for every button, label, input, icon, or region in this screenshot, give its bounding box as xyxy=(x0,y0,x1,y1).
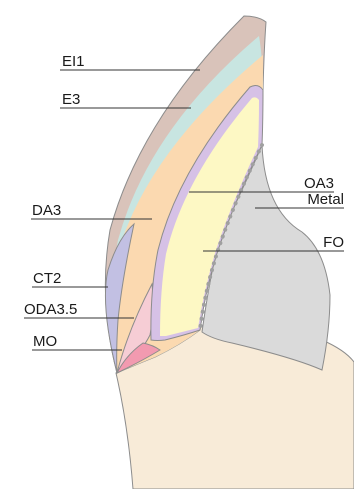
label-ct2: CT2 xyxy=(33,270,61,287)
label-metal: Metal xyxy=(307,191,344,208)
label-ei1: EI1 xyxy=(62,53,85,70)
label-e3: E3 xyxy=(62,91,80,108)
label-oa3: OA3 xyxy=(304,175,334,192)
label-da3: DA3 xyxy=(32,202,61,219)
label-fo: FO xyxy=(323,234,344,251)
label-oda35: ODA3.5 xyxy=(24,301,77,318)
label-mo: MO xyxy=(33,333,57,350)
